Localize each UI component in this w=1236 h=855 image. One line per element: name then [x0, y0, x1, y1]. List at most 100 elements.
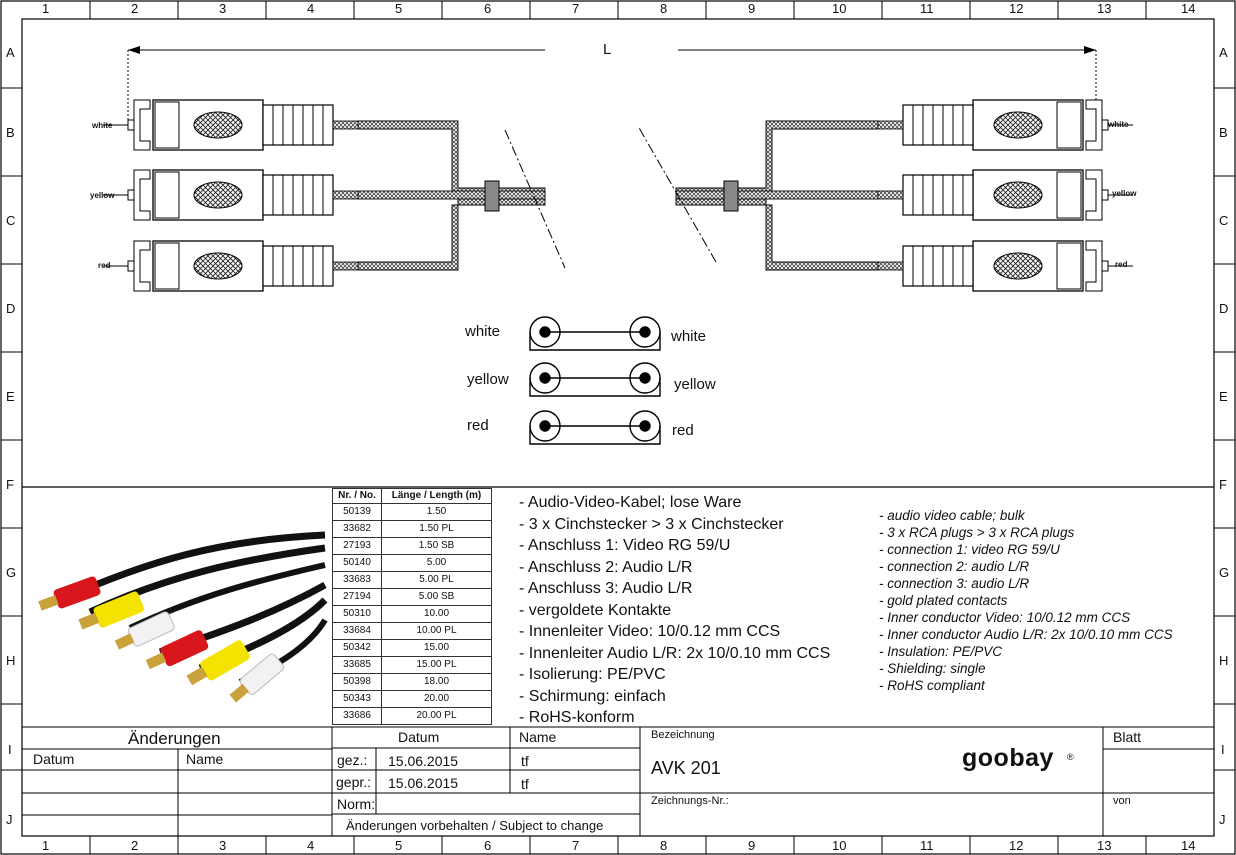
changes-name-header: Name [186, 751, 224, 767]
spec-item: - Anschluss 2: Audio L/R [519, 558, 693, 576]
spec-item: - Innenleiter Audio L/R: 2x 10/0.10 mm C… [519, 644, 831, 662]
subject-to-change-notice: Änderungen vorbehalten / Subject to chan… [346, 818, 604, 833]
spec-list-de: - Audio-Video-Kabel; lose Ware - 3 x Cin… [519, 492, 830, 729]
col-label: 4 [307, 838, 315, 853]
changes-datum-header: Datum [33, 751, 75, 767]
right-connector-assembly [637, 99, 1134, 292]
article-length: 5.00 PL [381, 571, 492, 589]
col-label: 2 [131, 838, 139, 853]
spec-item: - Inner conductor Video: 10/0.12 mm CCS [879, 610, 1131, 625]
col-label: 7 [572, 1, 580, 16]
article-number: 50343 [332, 690, 382, 708]
article-number: 33683 [332, 571, 382, 589]
article-number: 50310 [332, 605, 382, 623]
checked-date: 15.06.2015 [388, 775, 459, 791]
col-label: 11 [920, 1, 934, 16]
drawn-by-label: gez.: [337, 752, 368, 768]
row-label: E [6, 389, 15, 404]
spec-item: - vergoldete Kontakte [519, 601, 672, 619]
col-label: 9 [748, 838, 756, 853]
row-label: F [6, 477, 14, 492]
schematic-label-red-right: red [672, 422, 694, 439]
article-length: 20.00 PL [381, 707, 492, 725]
row-label: A [6, 45, 15, 60]
plug-label-white-right: white [1108, 120, 1129, 129]
plug-label-red-right: red [1115, 260, 1128, 269]
article-number: 50139 [332, 503, 382, 521]
article-length: 10.00 PL [381, 622, 492, 640]
row-label: A [1219, 45, 1228, 60]
col-label: 10 [832, 838, 847, 853]
col-label: 5 [395, 1, 403, 16]
col-label: 4 [307, 1, 315, 16]
col-label: 13 [1097, 838, 1112, 853]
product-photo [38, 531, 328, 703]
article-length: 1.50 [381, 503, 492, 521]
row-label: D [6, 301, 16, 316]
col-label: 3 [219, 838, 227, 853]
article-number: 50140 [332, 554, 382, 572]
spec-item: - RoHS-konform [519, 709, 635, 726]
article-length: 1.50 PL [381, 520, 492, 538]
length-label: L [603, 41, 612, 58]
schematic-label-white-left: white [465, 323, 501, 340]
spec-item: - connection 2: audio L/R [879, 559, 1030, 574]
article-number: 33685 [332, 656, 382, 674]
spec-item: - connection 1: video RG 59/U [879, 542, 1060, 557]
schematic-label-red-left: red [467, 417, 489, 434]
spec-item: - audio video cable; bulk [879, 508, 1025, 523]
norm-label: Norm: [337, 796, 376, 812]
article-length: 10.00 [381, 605, 492, 623]
spec-item: - 3 x Cinchstecker > 3 x Cinchstecker [519, 515, 784, 533]
article-number: 27193 [332, 537, 382, 555]
col-label: 12 [1009, 1, 1024, 16]
spec-item: - gold plated contacts [879, 593, 1008, 608]
row-label: I [8, 742, 12, 757]
row-label: F [1219, 477, 1227, 492]
article-length: 18.00 [381, 673, 492, 691]
spec-item: - Innenleiter Video: 10/0.12 mm CCS [519, 623, 781, 640]
row-label: I [1221, 742, 1225, 757]
of-label: von [1113, 795, 1131, 807]
spec-item: - Isolierung: PE/PVC [519, 666, 666, 683]
wiring-schematic [529, 316, 661, 445]
col-label: 1 [42, 838, 50, 853]
col-label: 6 [484, 1, 492, 16]
designation-value: AVK 201 [651, 758, 721, 778]
col-label: 8 [660, 1, 668, 16]
col-label: 9 [748, 1, 756, 16]
article-length: 15.00 [381, 639, 492, 657]
designation-label: Bezeichnung [651, 729, 715, 741]
col-label: 3 [219, 1, 227, 16]
row-label: D [1219, 301, 1229, 316]
col-label: 11 [920, 838, 934, 853]
col-label: 6 [484, 838, 492, 853]
name-header: Name [519, 729, 557, 745]
spec-item: - Schirmung: einfach [519, 687, 666, 705]
plug-label-yellow-left: yellow [90, 191, 115, 200]
article-number: 33686 [332, 707, 382, 725]
spec-item: - connection 3: audio L/R [879, 576, 1030, 591]
col-label: 14 [1181, 1, 1196, 16]
col-label: 8 [660, 838, 668, 853]
article-length: 5.00 SB [381, 588, 492, 606]
datum-header: Datum [398, 729, 440, 745]
registered-mark-icon: ® [1067, 752, 1074, 762]
article-length: 5.00 [381, 554, 492, 572]
spec-item: - Audio-Video-Kabel; lose Ware [519, 494, 742, 511]
spec-item: - Inner conductor Audio L/R: 2x 10/0.10 … [879, 627, 1173, 642]
drawn-name: tf [521, 753, 529, 769]
row-label: J [1219, 812, 1226, 827]
spec-item: - Anschluss 1: Video RG 59/U [519, 537, 731, 554]
